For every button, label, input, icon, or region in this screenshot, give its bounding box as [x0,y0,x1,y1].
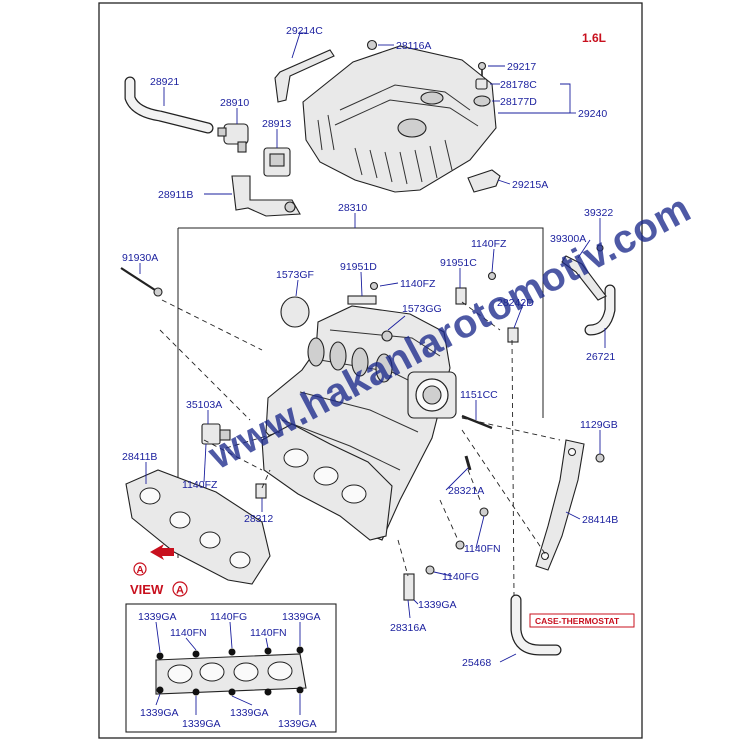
case-thermostat-label: CASE-THERMOSTAT [535,616,620,626]
fitting-28242D [507,327,519,343]
stay-28414B [535,439,585,571]
bracket-28316A [403,573,415,601]
label-29214C: 29214C [286,25,323,37]
label-28178C: 28178C [500,79,537,91]
label-39322: 39322 [584,207,613,219]
bolt-28116A [366,39,378,51]
stud-91930A [120,267,163,297]
inset-label-1140FG: 1140FG [210,611,247,623]
gasket-1573GF [280,296,310,328]
label-1140FG: 1140FG [442,571,479,583]
inset-label-1339GA-bm2: 1339GA [230,707,269,719]
bracket-91951C [455,287,467,305]
label-39300A: 39300A [550,233,586,245]
label-28310: 28310 [338,202,367,214]
inset-label-1339GA-tr: 1339GA [282,611,321,623]
bracket-29214C [274,49,335,103]
inset-label-1339GA-br: 1339GA [278,718,317,730]
intake-manifold [265,305,451,541]
label-1140FZ-left: 1140FZ [182,479,218,491]
label-91951C: 91951C [440,257,477,269]
inset-label-1339GA-bm1: 1339GA [182,718,221,730]
view-marker-circle [172,581,188,597]
label-28910: 28910 [220,97,249,109]
label-28414B: 28414B [582,514,618,526]
label-28312: 28312 [244,513,273,525]
watermark: www.hakanlarotomotiv.com [201,186,698,478]
sensor-39322 [596,244,604,252]
label-28921: 28921 [150,76,179,88]
label-1339GA: 1339GA [418,599,457,611]
sensor-35103A [201,423,231,445]
label-25468: 25468 [462,657,491,669]
label-28321A: 28321A [448,485,484,497]
engine-variant-label: 1.6L [582,31,606,45]
label-26721: 26721 [586,351,615,363]
inset-label-1140FN-l: 1140FN [170,627,207,639]
plug-1573GG [381,330,393,342]
grommet-28177D [473,95,491,107]
label-29215A: 29215A [512,179,548,191]
label-1573GF: 1573GF [276,269,314,281]
inset-gasket [155,646,307,696]
case-thermostat-box [529,613,635,628]
label-1140FZ: 1140FZ [400,278,436,290]
view-label: VIEW [130,582,164,597]
label-29240: 29240 [578,108,607,120]
hose-25468 [510,594,562,656]
bolt-1129GB [595,453,605,463]
label-29217: 29217 [507,61,536,73]
view-marker: A [176,585,184,597]
label-1140FZ-top: 1140FZ [471,238,507,250]
label-28411B: 28411B [122,451,157,463]
label-91951D: 91951D [340,261,377,273]
inset-label-1339GA-tl: 1339GA [138,611,177,623]
label-1140FN: 1140FN [464,543,501,555]
view-arrow-icon [150,544,174,560]
gasket-28411B [125,469,271,585]
label-28913: 28913 [262,118,291,130]
label-28911B: 28911B [158,189,193,201]
stud-28321A [464,455,472,471]
label-1129GB: 1129GB [580,419,618,431]
bolt-1140FZ-2 [487,271,497,281]
manifold-flange [261,423,393,541]
label-28116A: 28116A [396,40,431,52]
inset-label-1140FN-r: 1140FN [250,627,287,639]
bracket-28913 [263,147,291,177]
view-marker-circle-top [133,562,147,576]
bracket-28911B [231,175,301,217]
inset-label-1339GA-bl: 1339GA [140,707,179,719]
label-1573GG: 1573GG [402,303,442,315]
grommet-28178C [475,78,488,90]
bolt-1140FG [425,565,435,575]
bolt-1140FN [479,507,489,517]
throttle-body [407,371,457,419]
label-28316A: 28316A [390,622,426,634]
stud-1151CC [461,414,493,430]
diagram-border [98,2,643,739]
label-35103A: 35103A [186,399,222,411]
solenoid-valve-28910 [217,123,249,153]
label-28177D: 28177D [500,96,537,108]
label-91930A: 91930A [122,252,158,264]
bolt-1140FZ [369,281,379,291]
plug-28312 [255,483,267,499]
hose-28921 [124,76,214,134]
label-28242D: 28242D [497,297,534,309]
assembly-frame [178,227,544,418]
bracket-39300A [561,255,607,301]
label-1151CC: 1151CC [460,389,498,401]
bolt-29217 [477,61,487,76]
view-marker-top: A [137,565,144,576]
bracket-29215A [467,169,501,193]
engine-cover [302,45,497,193]
bracket-91951D [347,295,377,305]
bolt-1140FN-2 [455,540,465,550]
hose-26721 [584,284,616,336]
